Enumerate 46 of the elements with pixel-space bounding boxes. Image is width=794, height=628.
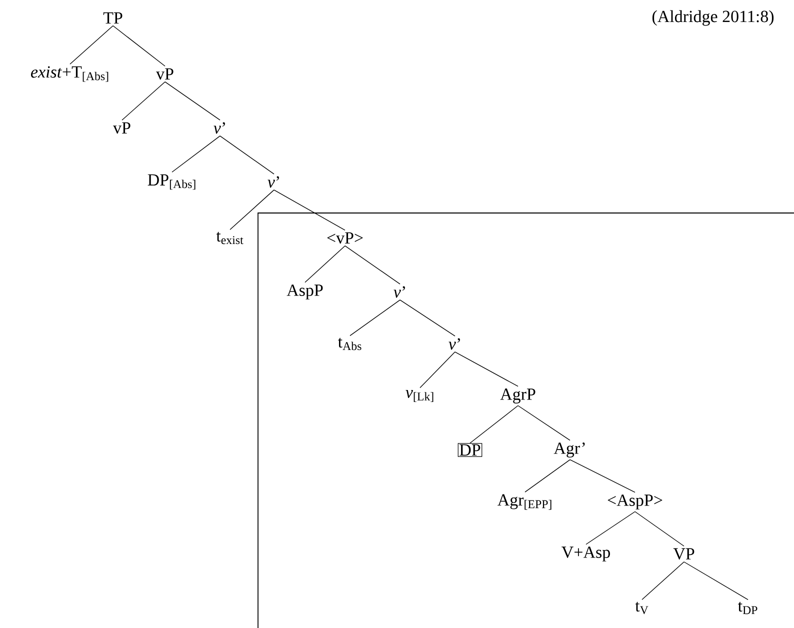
tree-label: exist+T$_{[Abs]}$ [31, 66, 108, 82]
branch-line [400, 300, 456, 336]
tree-label: t$_{Abs}$ [338, 338, 362, 350]
tree-label: <vP> [327, 232, 363, 244]
branch-line [350, 300, 400, 336]
tree-label: t$_{exist}$ [216, 232, 244, 244]
tree-label: v$_{[Lk]}$ [406, 390, 434, 402]
tree-label: v’ [394, 286, 405, 298]
tree-label: TP [103, 12, 122, 24]
branch-line [420, 352, 456, 388]
tree-label: v’ [214, 122, 225, 134]
branch-line [570, 459, 636, 493]
tree-label: v’ [448, 338, 460, 350]
branch-line [112, 25, 166, 66]
tree-label: t$_{V}$ [635, 602, 648, 614]
branch-line [684, 562, 748, 600]
tree-label: vP [156, 68, 174, 80]
citation: (Aldridge 2011:8) [652, 10, 774, 26]
tree-label: <AspP> [608, 494, 662, 510]
branch-line [220, 136, 274, 174]
tree-label: Agr$_{[EPP]}$ [498, 494, 552, 510]
tree-label: t$_{DP}$ [738, 602, 758, 614]
branch-line [454, 352, 518, 387]
branch-line [164, 82, 220, 120]
branch-line [304, 246, 346, 283]
branch-line [634, 511, 684, 546]
tree-label: v’ [268, 176, 279, 188]
branch-line [470, 405, 518, 444]
branch-line [524, 459, 570, 492]
tree-label: V+Asp [562, 546, 610, 562]
tree-label: VP [673, 548, 694, 560]
tree-label: AgrP [500, 388, 536, 404]
tree-label: Agr’ [554, 442, 585, 458]
boxed-label: DP [458, 443, 482, 457]
branch-line [518, 405, 570, 441]
branch-line [122, 82, 166, 120]
branch-line [274, 190, 346, 230]
branch-line [642, 562, 684, 600]
branch-line [344, 246, 400, 284]
branch-line [586, 511, 636, 545]
branch-line [172, 136, 220, 172]
tree-label: DP$_{[Abs]}$ [148, 174, 196, 190]
branch-line [70, 25, 114, 64]
branch-line [230, 190, 274, 230]
tree-label: vP [113, 122, 130, 134]
tree-label: AspP [286, 284, 323, 300]
